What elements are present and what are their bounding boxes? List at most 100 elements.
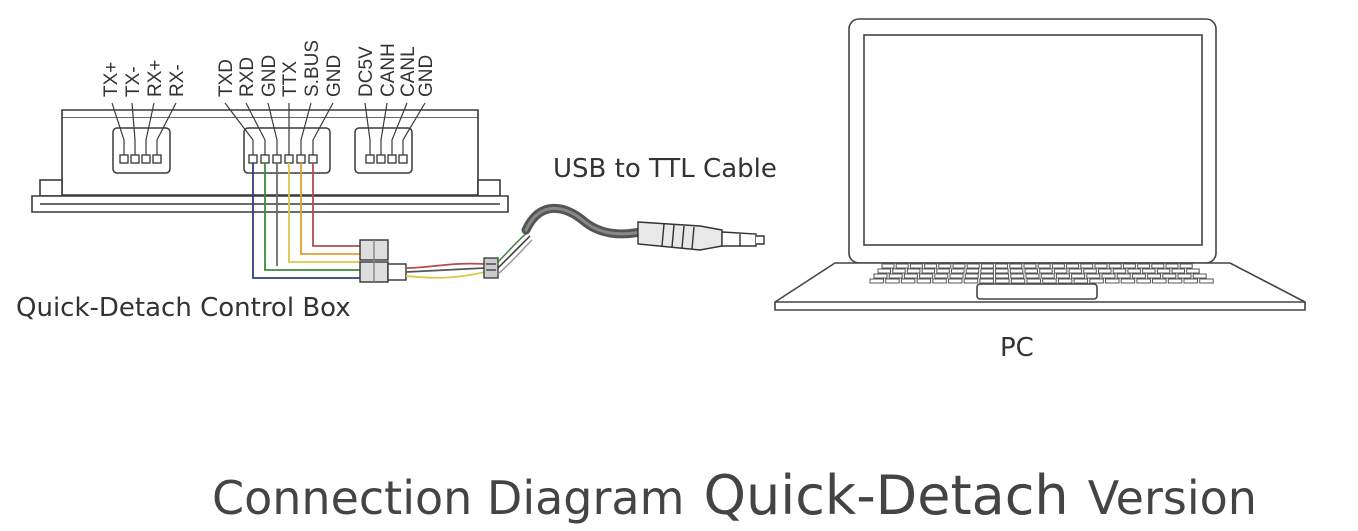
keyboard-key <box>949 273 964 279</box>
keyboard-key <box>1186 268 1200 274</box>
keyboard-key <box>1086 273 1101 279</box>
pin-labels-ttl: TXD RXD GND TTX S.BUS GND <box>216 40 345 97</box>
quick-detach-plug <box>359 239 407 283</box>
keyboard-key <box>921 268 936 274</box>
pin-label-rx-plus: RX+ <box>145 60 166 98</box>
keyboard-key <box>1152 278 1167 284</box>
keyboard-key <box>906 268 921 274</box>
pin-labels-can: DC5V CANH CANL GND <box>356 43 437 97</box>
keyboard-key <box>873 273 888 279</box>
pin-label-canl: CANL <box>398 46 419 97</box>
keyboard-key <box>892 268 906 274</box>
keyboard-key <box>980 263 994 269</box>
keyboard-key <box>1131 273 1146 279</box>
keyboard-key <box>1071 273 1086 279</box>
pin-label-ttx: TTX <box>280 61 301 97</box>
keyboard-key <box>919 273 934 279</box>
pin-label-canh: CANH <box>378 43 399 97</box>
keyboard-key <box>1167 278 1183 284</box>
keyboard-key <box>1083 268 1097 274</box>
keyboard-key <box>1137 263 1151 269</box>
keyboard-key <box>900 278 916 284</box>
keyboard-key <box>1051 263 1065 269</box>
keyboard-key <box>963 278 979 284</box>
pin-leader-lines <box>111 102 426 155</box>
keyboard-key <box>881 263 895 269</box>
keyboard-key <box>1053 268 1068 274</box>
keyboard-key <box>1023 263 1037 269</box>
pin-label-tx-plus: TX+ <box>101 62 122 97</box>
keyboard-key <box>1162 273 1177 279</box>
keyboard-key <box>1025 273 1040 279</box>
title-part-3: Version <box>1088 471 1257 525</box>
keyboard-key <box>1122 263 1136 269</box>
keyboard-key <box>1127 268 1141 274</box>
keyboard-key <box>952 263 966 269</box>
keyboard-key <box>995 263 1009 269</box>
usb-cable-label: USB to TTL Cable <box>553 154 777 184</box>
connector-rs422 <box>112 127 171 174</box>
harness-wires <box>252 163 360 279</box>
pin-labels-rs422: TX+ TX- RX+ RX- <box>101 60 188 98</box>
title-part-1: Connection Diagram <box>212 471 684 525</box>
keyboard-key <box>951 268 965 274</box>
keyboard-key <box>1116 273 1131 279</box>
pin-label-gnd: GND <box>259 55 280 97</box>
keyboard-key <box>934 273 949 279</box>
keyboard-key <box>1179 263 1193 269</box>
keyboard-key <box>966 263 980 269</box>
usb-plug <box>637 221 765 251</box>
keyboard-key <box>1057 278 1073 284</box>
keyboard-key <box>995 268 1009 274</box>
pin-label-dc5v: DC5V <box>356 46 377 97</box>
keyboard-key <box>1101 273 1116 279</box>
title-part-2: Quick-Detach <box>704 464 1069 527</box>
keyboard-key <box>1024 268 1038 274</box>
keyboard-key <box>1183 278 1198 284</box>
keyboard-key <box>877 268 891 274</box>
keyboard-key <box>1042 278 1057 284</box>
pin-label-rxd: RXD <box>237 57 258 97</box>
keyboard-key <box>1151 263 1165 269</box>
keyboard-key <box>1120 278 1136 284</box>
keyboard-key <box>1073 278 1089 284</box>
keyboard-key <box>1094 263 1108 269</box>
connector-ttl <box>243 127 331 174</box>
keyboard-key <box>1112 268 1127 274</box>
pin-label-txd: TXD <box>216 59 237 97</box>
laptop <box>774 18 1306 311</box>
keyboard-key <box>964 273 979 279</box>
keyboard-key <box>1108 263 1122 269</box>
keyboard-key <box>1105 278 1120 284</box>
keyboard-key <box>869 278 884 284</box>
keyboard-key <box>1098 268 1112 274</box>
keyboard-key <box>938 263 952 269</box>
keyboard-key <box>979 278 994 284</box>
keyboard-key <box>1010 278 1026 284</box>
keyboard-key <box>979 273 994 279</box>
keyboard-key <box>1177 273 1192 279</box>
keyboard-key <box>1009 263 1023 269</box>
pin-label-tx-minus: TX- <box>123 66 144 97</box>
keyboard-key <box>1142 268 1156 274</box>
keyboard-key <box>948 278 963 284</box>
keyboard-key <box>932 278 947 284</box>
keyboard-key <box>1136 278 1151 284</box>
keyboard-key <box>1171 268 1185 274</box>
pin-label-gnd-2: GND <box>324 55 345 97</box>
keyboard-key <box>1037 263 1051 269</box>
keyboard-key <box>888 273 903 279</box>
keyboard-key <box>965 268 980 274</box>
pin-label-rx-minus: RX- <box>167 64 188 97</box>
keyboard-key <box>1068 268 1083 274</box>
plug-to-cable-wires <box>405 262 486 279</box>
keyboard-key <box>924 263 938 269</box>
keyboard-key <box>1080 263 1094 269</box>
laptop-keyboard <box>869 263 1214 284</box>
keyboard-key <box>995 273 1010 279</box>
keyboard-key <box>895 263 909 269</box>
keyboard-key <box>903 273 918 279</box>
keyboard-key <box>1192 273 1207 279</box>
